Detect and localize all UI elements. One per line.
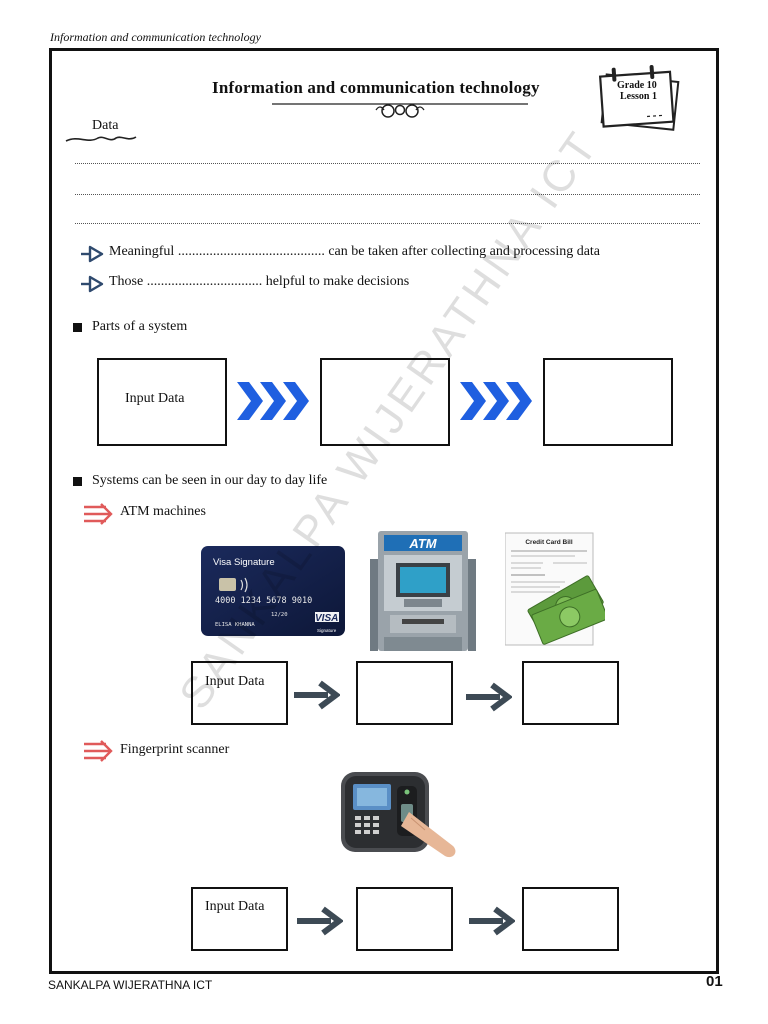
badge-lesson: Lesson 1 bbox=[620, 91, 657, 102]
atm-output-box bbox=[522, 661, 619, 725]
arrow-right-icon bbox=[294, 680, 340, 710]
red-arrow-icon bbox=[84, 740, 113, 762]
fingerprint-scanner-image bbox=[341, 772, 456, 858]
card-logo-sub: Signature bbox=[317, 628, 337, 633]
section-heading-parts: Parts of a system bbox=[92, 319, 188, 334]
atm-process-box bbox=[356, 661, 453, 725]
system-input-box bbox=[97, 358, 227, 446]
fingerprint-output-box bbox=[522, 887, 619, 951]
atm-sign: ATM bbox=[408, 536, 437, 551]
system-process-box bbox=[320, 358, 450, 446]
bullet-text-2: Those ................................. … bbox=[109, 274, 410, 289]
system-input-label: Input Data bbox=[125, 391, 185, 406]
lesson-badge-icon bbox=[598, 65, 680, 131]
bullet-text-1: Meaningful .............................… bbox=[109, 244, 601, 259]
fingerprint-input-box bbox=[191, 887, 288, 951]
answer-line bbox=[75, 194, 700, 195]
example-title-atm: ATM machines bbox=[120, 504, 206, 519]
atm-input-box bbox=[191, 661, 288, 725]
square-bullet-icon bbox=[73, 477, 82, 486]
chevrons-icon bbox=[460, 382, 532, 420]
bill-and-cash-image: Credit Card Bill bbox=[505, 532, 605, 646]
card-expiry: 12/20 bbox=[271, 612, 288, 618]
chevrons-icon bbox=[237, 382, 309, 420]
card-number: 4000 1234 5678 9010 bbox=[215, 596, 312, 606]
card-logo: VISA bbox=[315, 613, 338, 624]
system-output-box bbox=[543, 358, 673, 446]
arrow-right-icon bbox=[297, 906, 343, 936]
data-heading: Data bbox=[92, 118, 119, 133]
atm-input-label: Input Data bbox=[205, 674, 265, 689]
footer-author: SANKALPA WIJERATHNA ICT bbox=[48, 978, 213, 992]
bill-title: Credit Card Bill bbox=[525, 539, 573, 546]
fingerprint-input-label: Input Data bbox=[205, 899, 265, 914]
page-title: Information and communication technology bbox=[212, 78, 540, 97]
section-heading-daily: Systems can be seen in our day to day li… bbox=[92, 473, 328, 488]
badge-grade: Grade 10 bbox=[617, 80, 657, 91]
arrow-right-icon bbox=[469, 906, 515, 936]
answer-line bbox=[75, 223, 700, 224]
answer-line bbox=[75, 163, 700, 164]
red-arrow-icon bbox=[84, 503, 113, 525]
swash-icon bbox=[65, 136, 137, 142]
atm-machine-image: ATM bbox=[370, 531, 476, 651]
arrow-right-icon bbox=[466, 682, 512, 712]
page-frame bbox=[49, 48, 719, 974]
bullet-arrow-icon bbox=[81, 245, 104, 263]
card-holder: ELISA KHANNA bbox=[215, 622, 255, 628]
card-brand: Visa Signature bbox=[213, 557, 275, 568]
bullet-arrow-icon bbox=[81, 275, 104, 293]
square-bullet-icon bbox=[73, 323, 82, 332]
example-title-fingerprint: Fingerprint scanner bbox=[120, 742, 230, 757]
fingerprint-process-box bbox=[356, 887, 453, 951]
credit-card-image: Visa Signature 4000 1234 5678 9010 12/20… bbox=[201, 546, 345, 636]
title-ornament-icon bbox=[272, 103, 528, 118]
page-number: 01 bbox=[706, 973, 723, 990]
running-header: Information and communication technology bbox=[50, 30, 261, 44]
